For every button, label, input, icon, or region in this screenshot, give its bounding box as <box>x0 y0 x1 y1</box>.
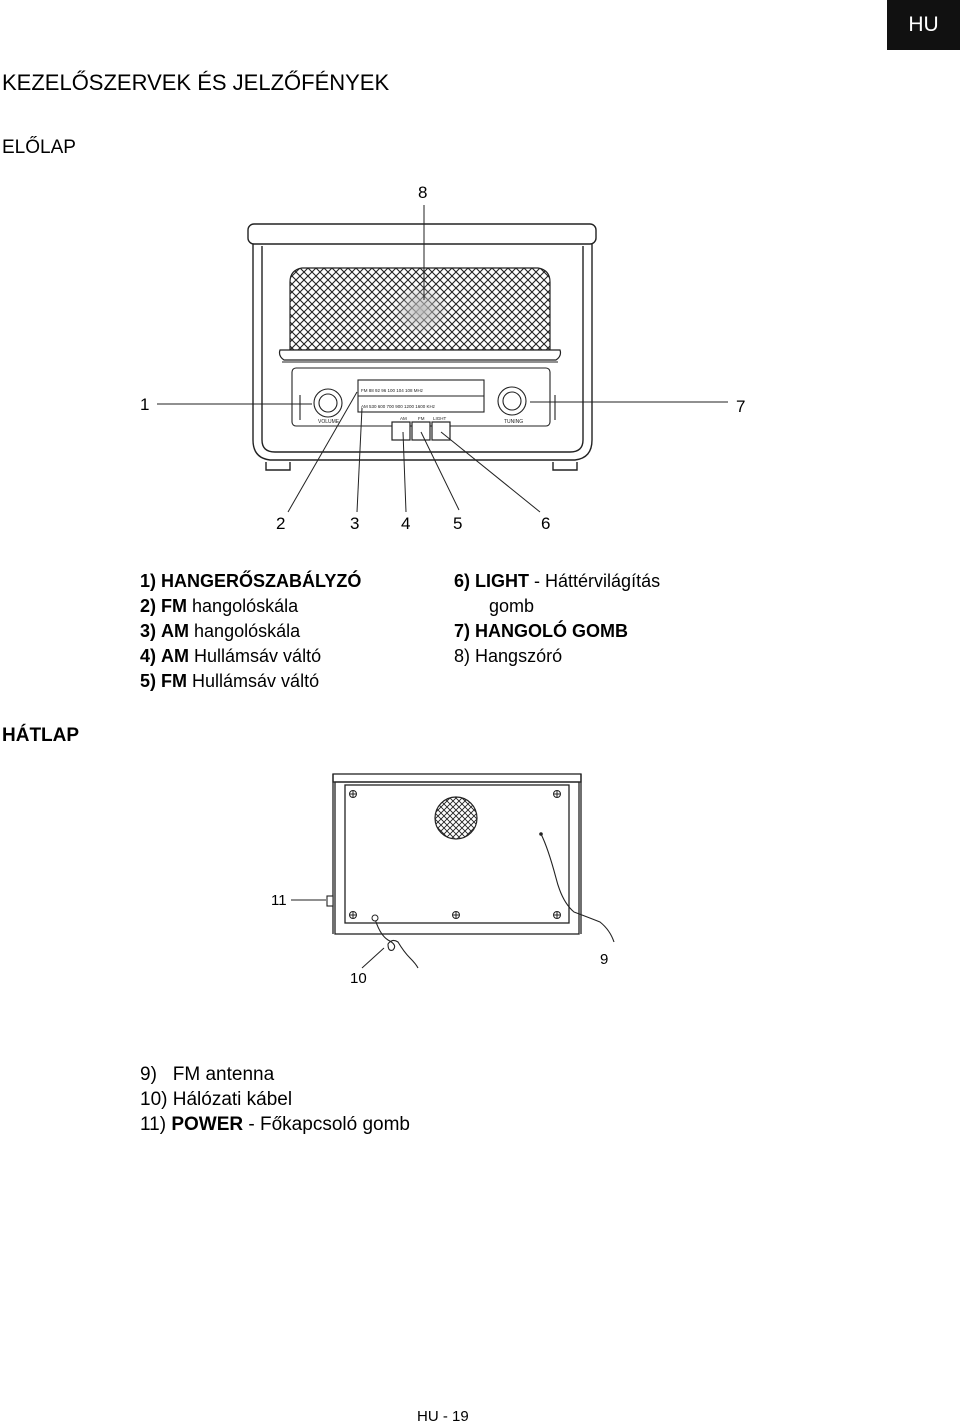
back-panel-heading: HÁTLAP <box>2 725 80 746</box>
speaker-grille <box>278 267 562 363</box>
callout-11: 11 <box>271 892 287 909</box>
mains-cable <box>374 918 419 969</box>
fm-scale-label: FM 88 92 96 100 104 108 MHz <box>361 388 424 393</box>
callout-9: 9 <box>600 951 609 968</box>
back-cabinet <box>332 773 582 935</box>
list-item: 9) FM antenna <box>140 1064 275 1085</box>
list-item: 11) POWER - Főkapcsoló gomb <box>140 1114 410 1135</box>
back-panel-diagram <box>291 773 615 969</box>
list-item: 4) AM Hullámsáv váltó <box>140 646 322 666</box>
list-item: 6) LIGHT - Háttérvilágítás <box>454 571 661 591</box>
page-number: HU - 19 <box>417 1408 469 1425</box>
language-badge: HU <box>887 0 960 50</box>
callout-10: 10 <box>350 970 367 987</box>
list-item: 1) HANGERŐSZABÁLYZÓ <box>140 571 362 591</box>
fm-button-label: FM <box>418 416 425 421</box>
leader-lines <box>157 205 728 513</box>
light-button-label: LIGHT <box>433 416 447 421</box>
callout-1: 1 <box>140 395 150 414</box>
callout-7: 7 <box>736 397 746 416</box>
front-items-left: 1) HANGERŐSZABÁLYZÓ 2) FM hangolóskála 3… <box>140 569 361 694</box>
callout-3: 3 <box>350 514 360 533</box>
front-panel-heading: ELŐLAP <box>2 137 76 158</box>
list-item: 7) HANGOLÓ GOMB <box>454 621 629 641</box>
back-speaker-grille <box>434 796 478 840</box>
callout-4: 4 <box>401 514 411 533</box>
am-button-label: AM <box>400 416 407 421</box>
list-item: 10) Hálózati kábel <box>140 1089 293 1110</box>
tuning-label: TUNING <box>504 419 523 425</box>
am-scale-label: AM 530 600 700 900 1200 1600 KHz <box>361 404 436 409</box>
list-item: 8) Hangszóró <box>454 646 563 666</box>
screws <box>349 790 561 919</box>
power-switch <box>326 895 334 907</box>
list-item: 3) AM hangolóskála <box>140 621 301 641</box>
radio-cabinet <box>247 223 597 471</box>
volume-label: VOLUME <box>318 419 340 425</box>
back-items: 9) FM antenna 10) Hálózati kábel 11) POW… <box>140 1062 410 1137</box>
list-item: 5) FM Hullámsáv váltó <box>140 671 320 691</box>
list-item: gomb <box>489 596 535 616</box>
front-panel-diagram: FM 88 92 96 100 104 108 MHz AM 530 600 7… <box>157 205 728 513</box>
fm-antenna-wire <box>540 833 615 943</box>
front-items-right: 6) LIGHT - Háttérvilágítás gomb 7) HANGO… <box>454 569 660 669</box>
callout-5: 5 <box>453 514 463 533</box>
control-panel <box>291 367 556 427</box>
page-title: KEZELŐSZERVEK ÉS JELZŐFÉNYEK <box>2 70 390 95</box>
push-buttons <box>391 421 451 441</box>
list-item: 2) FM hangolóskála <box>140 596 299 616</box>
callout-8: 8 <box>418 183 428 202</box>
callout-2: 2 <box>276 514 286 533</box>
callout-6: 6 <box>541 514 551 533</box>
